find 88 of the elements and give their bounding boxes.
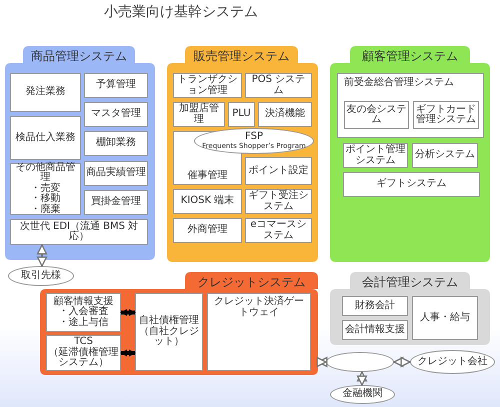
- double-arrow: [356, 371, 368, 386]
- box-label: クレジット決済ゲートウェイ: [213, 297, 305, 318]
- process-box: [228, 102, 255, 127]
- system-panel: [330, 46, 490, 262]
- box-label: 自社債権管理: [139, 316, 199, 326]
- system-panel: [330, 272, 490, 345]
- box-label: 金融機関: [342, 389, 382, 400]
- box-label: 会計情報支援: [345, 324, 405, 336]
- box-label: TCS: [74, 337, 93, 348]
- process-box: [46, 293, 121, 332]
- box-label: 取引先様: [21, 270, 61, 282]
- process-box: [412, 296, 478, 340]
- box-label: その他商品管理: [14, 162, 76, 184]
- box-label: 買掛金管理: [91, 197, 141, 208]
- box-subtext: ・移動: [30, 194, 60, 204]
- box-label: KIOSK 端末: [180, 196, 234, 207]
- panel-heading: 販売管理システム: [192, 48, 290, 65]
- process-box: [173, 218, 242, 243]
- box-label: 前受金総合管理システム: [344, 78, 454, 88]
- box-label: 加盟店管理: [178, 104, 220, 125]
- double-arrow: [316, 356, 328, 368]
- process-box: [84, 190, 148, 215]
- box-label: 財務会計: [355, 300, 395, 312]
- process-box: [10, 163, 81, 215]
- box-label: 決済機能: [265, 109, 305, 120]
- box-subtext: ・廃棄: [30, 204, 60, 216]
- box-label: 顧客情報支援: [54, 296, 114, 307]
- panel-heading: 商品管理システム: [30, 48, 128, 65]
- process-box: [10, 219, 148, 245]
- system-panel: [167, 46, 318, 262]
- process-box: [343, 172, 480, 197]
- box-subtext: ・売変: [30, 184, 60, 194]
- box-label: 分析システム: [415, 150, 475, 161]
- double-arrow: [120, 350, 136, 356]
- system-panel: [5, 46, 155, 260]
- panel-heading: 会計管理システム: [361, 274, 459, 291]
- ellipse-shape: [326, 352, 394, 372]
- diagram-title: 小売業向け基幹システム: [104, 3, 258, 21]
- double-arrow: [36, 244, 48, 267]
- box-label: トランザクション管理: [176, 75, 238, 96]
- process-box: [84, 73, 148, 98]
- process-box: [245, 73, 312, 98]
- box-label: 棚卸業務: [96, 138, 136, 149]
- double-arrow: [393, 356, 411, 368]
- process-box: [245, 157, 312, 185]
- box-label: 予算管理: [96, 80, 136, 91]
- process-box: [412, 143, 478, 168]
- process-box: [245, 218, 312, 243]
- box-label: 次世代 EDI（流通 BMS 対応）: [18, 222, 140, 242]
- box-label: POS システム: [250, 75, 306, 96]
- box-label: クレジット会社: [418, 356, 488, 368]
- box-label: ギフトカード管理システム: [415, 104, 477, 126]
- box-label: PLU: [232, 109, 251, 120]
- box-label: 人事・給与: [420, 312, 470, 324]
- box-label: ポイント管理システム: [345, 145, 406, 166]
- process-box: [173, 189, 242, 214]
- process-box: [342, 296, 408, 316]
- process-box: [10, 73, 81, 112]
- process-box: [84, 131, 148, 156]
- box-subtext: （延滞債権管理システム）: [48, 348, 119, 369]
- box-label: ギフト受注システム: [248, 191, 310, 212]
- process-box: [10, 116, 81, 160]
- box-label: 検品仕入業務: [16, 132, 76, 144]
- box-label: ギフトシステム: [376, 179, 446, 190]
- double-arrow: [120, 309, 136, 316]
- panel-heading: 顧客管理システム: [361, 48, 459, 65]
- process-box: [173, 102, 225, 127]
- box-label: 友の会システム: [346, 104, 407, 126]
- box-label: eコマースシステム: [249, 220, 308, 241]
- process-box: [84, 102, 148, 127]
- box-label: 外商管理: [188, 225, 228, 236]
- process-box: [84, 161, 148, 186]
- box-subtext: （自社クレジット）: [138, 326, 200, 348]
- box-label: 催事管理: [188, 170, 228, 181]
- box-label: ポイント設定: [248, 166, 308, 176]
- box-label: マスタ管理: [91, 109, 141, 120]
- process-box: [337, 73, 484, 138]
- process-box: [342, 320, 408, 340]
- process-box: [135, 293, 203, 371]
- panel-heading: クレジットシステム: [196, 274, 306, 291]
- box-label: FSP: [245, 132, 263, 142]
- process-box: [258, 102, 312, 127]
- box-label: 商品実績管理: [86, 168, 146, 179]
- box-label: 発注業務: [26, 87, 66, 98]
- process-box: [46, 335, 121, 371]
- box-subtext: ・入会審査: [58, 307, 108, 318]
- box-subtext: ・途上与信: [58, 318, 108, 328]
- process-box: [207, 293, 311, 371]
